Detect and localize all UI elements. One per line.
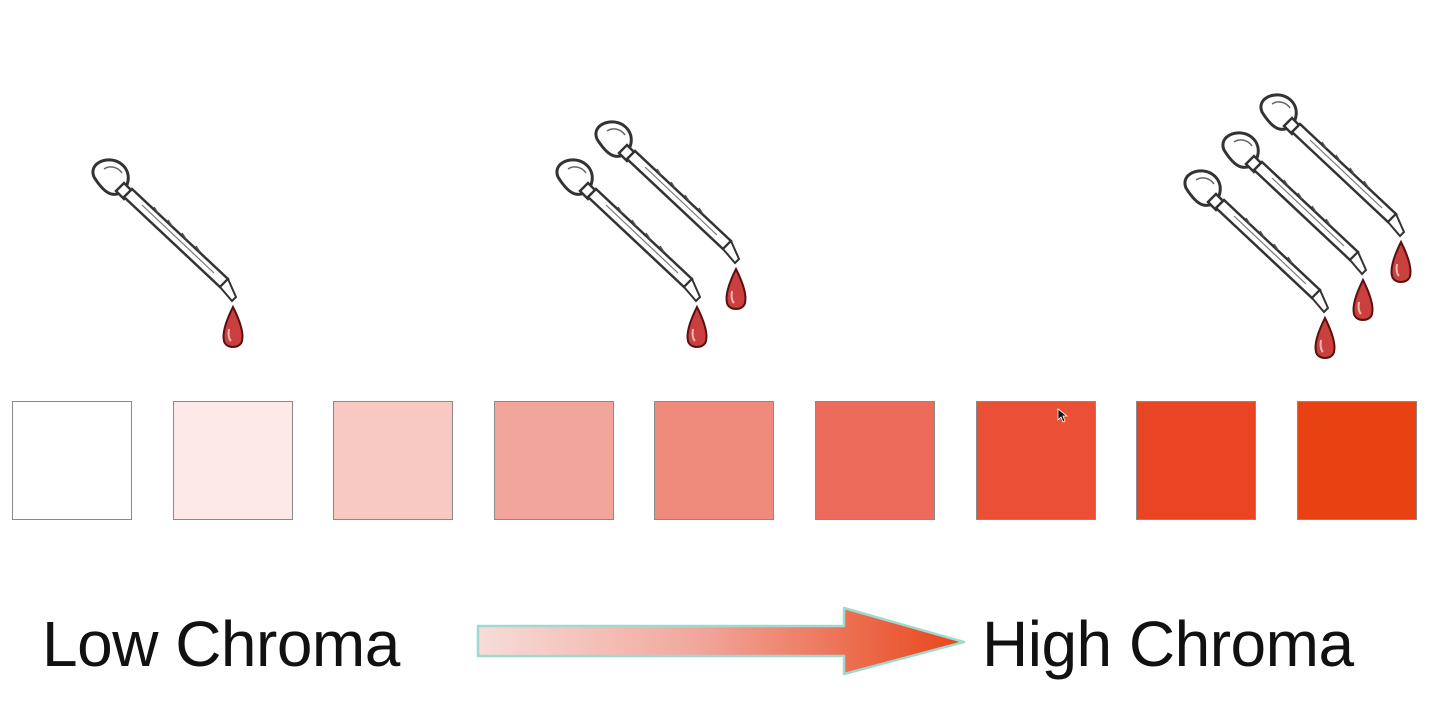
high-chroma-label: High Chroma [982, 608, 1354, 680]
chroma-swatch-2 [173, 401, 293, 520]
dropper-group-2 [555, 120, 748, 349]
chroma-swatch-1 [12, 401, 132, 520]
chroma-swatch-6 [815, 401, 935, 520]
chroma-swatch-5 [654, 401, 774, 520]
chroma-swatch-9 [1297, 401, 1417, 520]
chroma-swatch-7 [976, 401, 1096, 520]
mouse-cursor-icon [1057, 408, 1069, 423]
chroma-swatch-8 [1136, 401, 1256, 520]
dropper-icon [1183, 169, 1337, 360]
dropper-icon [555, 158, 709, 349]
dropper-group-3 [1183, 93, 1413, 360]
gradient-arrow-icon [476, 606, 966, 676]
dropper-icon [91, 158, 245, 349]
low-chroma-label: Low Chroma [42, 608, 400, 680]
dropper-group-1 [91, 158, 245, 349]
chroma-swatch-4 [494, 401, 614, 520]
chroma-swatch-row [12, 401, 1418, 522]
chroma-swatch-3 [333, 401, 453, 520]
dropper-illustrations [91, 93, 1413, 360]
